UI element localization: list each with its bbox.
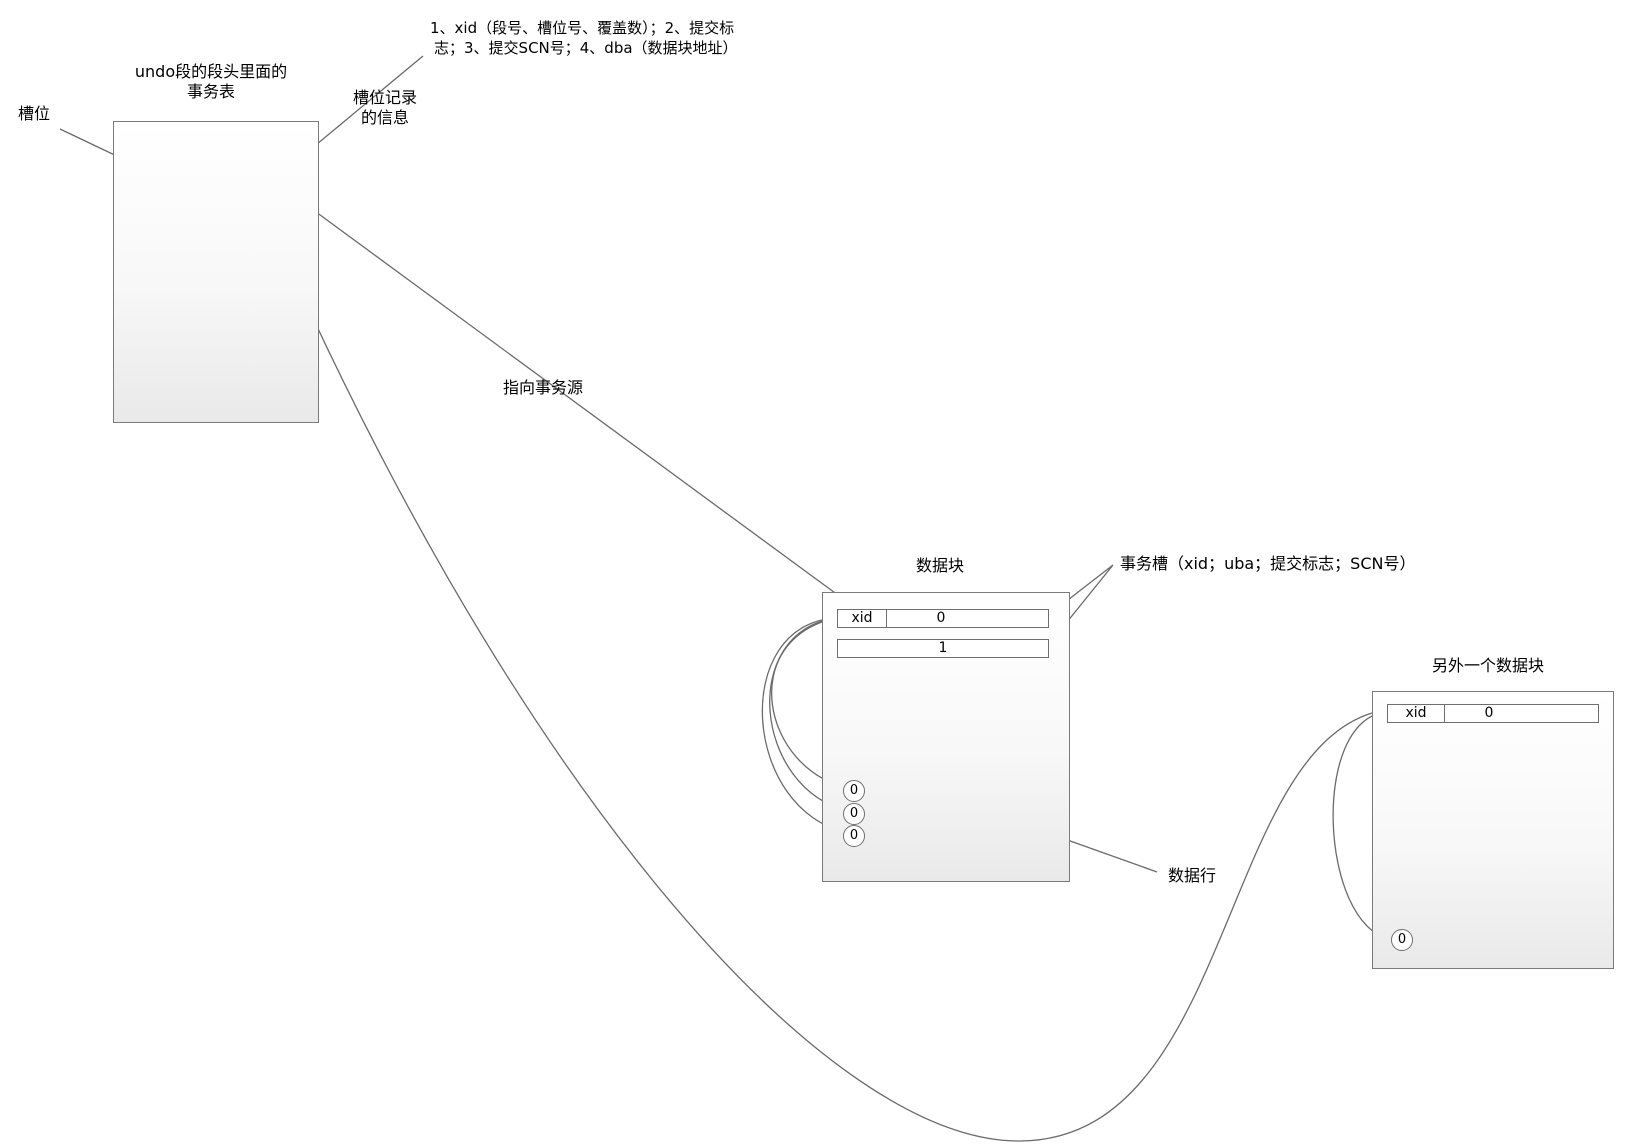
slot-info-detail: 1、xid（段号、槽位号、覆盖数）；2、提交标 志；3、提交SCN号；4、dba… [430,18,738,58]
transaction-slot-xid: xid [838,610,887,627]
slot-info-detail-line1: 1、xid（段号、槽位号、覆盖数）；2、提交标 [430,19,735,37]
xid-to-undo-arrow [266,175,862,613]
undo-table-title-line2: 事务表 [186,82,235,101]
transaction-slot-number: 0 [936,610,946,626]
slot-info-line2: 的信息 [360,108,409,127]
row-to-xid-arrow [769,614,850,812]
data-row-lock-byte: 0 [843,825,865,847]
slot-info-label: 槽位记录 的信息 [340,88,430,128]
slot-info-detail-line2: 志；3、提交SCN号；4、dba（数据块地址） [434,39,738,57]
data-row-lock-byte: 0 [843,803,865,825]
other-block-to-undo-arrow [249,175,1373,1142]
transaction-slot-xid: xid [1388,705,1445,722]
transaction-slot-number: 1 [938,640,948,656]
other-transaction-slot-0: xid 0 [1387,704,1599,723]
undo-table-title-line1: undo段的段头里面的 [134,62,288,81]
transaction-slot-label: 事务槽（xid；uba；提交标志；SCN号） [1120,554,1416,573]
data-rows-label: 数据行 [1168,866,1217,885]
other-data-block-title: 另外一个数据块 [1431,656,1544,675]
transaction-slot-0: xid 0 [837,609,1049,628]
undo-table-title: undo段的段头里面的 事务表 [110,62,312,102]
row-to-xid-arrow [761,613,850,834]
data-block-title: 数据块 [915,556,964,575]
other-data-block: xid 0 0 [1372,691,1614,969]
slot-label: 槽位 [18,104,51,123]
other-row-to-xid-arrow [1332,708,1391,940]
transaction-slot-number: 0 [1484,705,1494,721]
slot-info-line1: 槽位记录 [352,88,417,107]
data-row-lock-byte: 0 [843,780,865,802]
transaction-slot-1: 1 [837,639,1049,658]
data-row-lock-byte: 0 [1391,929,1413,951]
points-to-source-label: 指向事务源 [503,378,584,397]
row-to-xid-arrow [770,615,850,789]
data-block: xid 0 1 0 0 0 [822,592,1070,882]
undo-transaction-table [113,121,319,423]
